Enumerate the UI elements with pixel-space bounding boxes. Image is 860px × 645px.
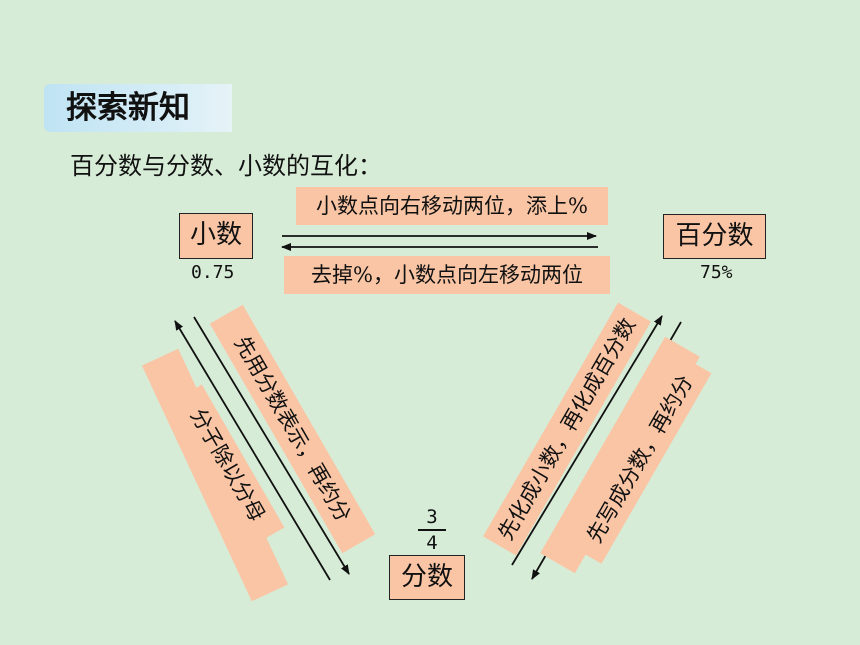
decimal-value: 0.75	[191, 262, 235, 283]
arrow-fraction-to-percent	[511, 315, 663, 566]
fraction-value: 3 4	[418, 506, 446, 554]
section-title: 探索新知	[44, 84, 232, 132]
percent-node: 百分数	[663, 214, 766, 259]
percent-value: 75%	[700, 262, 733, 283]
decimal-to-percent-label: 小数点向右移动两位，添上%	[296, 187, 608, 225]
arrow-fraction-to-decimal	[174, 320, 331, 581]
fraction-numerator: 3	[426, 506, 438, 528]
fraction-bar	[418, 529, 446, 531]
subtitle: 百分数与分数、小数的互化：	[70, 152, 382, 180]
fraction-denominator: 4	[426, 532, 438, 554]
percent-to-decimal-label: 去掉%，小数点向左移动两位	[284, 256, 610, 294]
decimal-node: 小数	[179, 213, 253, 259]
arrow-decimal-to-fraction	[193, 316, 350, 575]
fraction-node: 分数	[389, 555, 465, 600]
